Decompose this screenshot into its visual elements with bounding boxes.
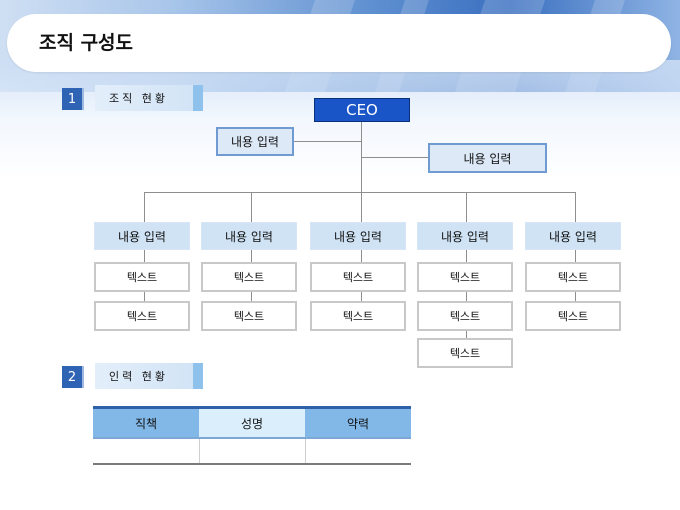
table-cell[interactable] [198, 438, 305, 465]
assistant-right-line [361, 157, 428, 158]
department-box: 내용 입력 [417, 222, 513, 250]
department-box: 내용 입력 [525, 222, 621, 250]
department-box: 내용 입력 [310, 222, 406, 250]
item-link-line [466, 250, 467, 339]
department-box: 내용 입력 [201, 222, 297, 250]
section-number: 1 [62, 88, 84, 110]
org-text-item: 텍스트 [310, 301, 406, 331]
department-drop-line [361, 192, 362, 222]
table-cell[interactable] [304, 438, 411, 465]
section-heading: 조직 현황 [95, 85, 203, 111]
table-cell[interactable] [93, 438, 199, 465]
title-bar: 조직 구성도 [7, 14, 671, 72]
org-text-item: 텍스트 [94, 262, 190, 292]
department-drop-line [466, 192, 467, 222]
column-header-position: 직책 [93, 406, 199, 439]
assistant-left-line [294, 141, 361, 142]
department-drop-line [144, 192, 145, 222]
org-text-item: 텍스트 [525, 262, 621, 292]
department-box: 내용 입력 [94, 222, 190, 250]
department-bus-line [144, 192, 575, 193]
org-text-item: 텍스트 [201, 262, 297, 292]
column-header-name: 성명 [199, 406, 305, 439]
ceo-box: CEO [314, 98, 410, 122]
department-drop-line [251, 192, 252, 222]
org-text-item: 텍스트 [417, 338, 513, 368]
org-text-item: 텍스트 [94, 301, 190, 331]
assistant-box-right: 내용 입력 [428, 143, 547, 173]
org-text-item: 텍스트 [417, 262, 513, 292]
assistant-box-left: 내용 입력 [216, 127, 294, 156]
table-row [93, 438, 411, 465]
section-number: 2 [62, 366, 84, 388]
section-heading: 인력 현황 [95, 363, 203, 389]
org-text-item: 텍스트 [417, 301, 513, 331]
page-title: 조직 구성도 [39, 32, 134, 54]
staff-table: 직책 성명 약력 [93, 406, 411, 465]
department-drop-line [575, 192, 576, 222]
table-header-row: 직책 성명 약력 [93, 406, 411, 439]
org-text-item: 텍스트 [310, 262, 406, 292]
org-text-item: 텍스트 [525, 301, 621, 331]
column-header-career: 약력 [305, 406, 411, 439]
org-text-item: 텍스트 [201, 301, 297, 331]
